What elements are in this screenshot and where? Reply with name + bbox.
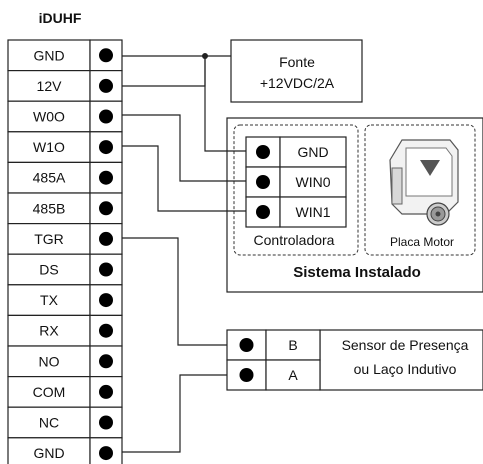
terminal-label: GND — [33, 445, 64, 461]
terminal-label: W1O — [33, 139, 65, 155]
terminal-label: TX — [40, 292, 59, 308]
controller-terminal-block: GND 12V W0O W1O 485A 485B TGR DS TX RX NO COM NC GND — [7, 39, 123, 464]
terminal-label: NC — [39, 415, 59, 431]
terminal-label-cell — [265, 359, 321, 391]
terminal-label: RX — [39, 323, 59, 339]
controller-dashed-box — [233, 124, 359, 256]
terminal-screw-icon — [256, 175, 270, 189]
installed-terminal-label: GND — [297, 144, 328, 160]
terminal-screw-cell — [89, 223, 123, 255]
sensor-line2: ou Laço Indutivo — [354, 361, 457, 377]
terminal-label-cell — [7, 345, 91, 378]
terminal-label: NO — [39, 353, 60, 369]
terminal-screw-icon — [99, 231, 113, 246]
terminal-screw-icon — [99, 354, 113, 369]
terminal-screw-icon — [239, 338, 254, 352]
sensor-line1: Sensor de Presença — [342, 337, 469, 353]
terminal-label: 485A — [33, 170, 66, 186]
terminal-label: COM — [33, 384, 66, 400]
terminal-label-cell — [7, 284, 91, 316]
terminal-label: 485B — [33, 200, 66, 216]
terminal-label-cell — [265, 329, 321, 361]
terminal-screw-icon — [99, 415, 113, 430]
sensor-terminal-label: B — [288, 337, 297, 353]
terminal-screw-icon — [99, 170, 113, 185]
terminal-screw-icon — [99, 201, 113, 216]
terminal-screw-cell — [89, 406, 123, 439]
terminal-label-cell — [279, 196, 347, 228]
wires — [122, 53, 246, 453]
terminal-screw-icon — [99, 262, 113, 277]
terminal-label-cell — [7, 376, 91, 408]
terminal-screw-icon — [99, 109, 113, 124]
terminal-screw-icon — [256, 205, 270, 219]
terminal-screw-icon — [256, 145, 270, 159]
installed-system-title: Sistema Instalado — [293, 264, 421, 281]
controller-title: iDUHF — [39, 10, 82, 26]
motor-dashed-box — [364, 124, 476, 256]
controller-label: Controladora — [254, 232, 335, 248]
terminal-screw-icon — [99, 78, 113, 93]
gate-motor-icon — [389, 139, 459, 226]
wire-gnd-to-a — [122, 374, 227, 453]
terminal-label-cell — [279, 166, 347, 198]
terminal-label: DS — [39, 262, 58, 278]
sensor-description-cell — [319, 329, 483, 391]
power-supply-line2: +12VDC/2A — [260, 75, 335, 91]
terminal-label-cell — [279, 136, 347, 168]
sensor-terminal-block: BA — [226, 329, 483, 391]
power-supply-line1: Fonte — [279, 54, 315, 70]
wire-tgr-to-b — [122, 237, 227, 346]
terminal-screw-icon — [99, 446, 113, 461]
wire-gnd-to-installed — [204, 56, 246, 152]
motor-label: Placa Motor — [390, 235, 454, 249]
power-supply-box — [230, 39, 363, 103]
terminal-screw-icon — [99, 293, 113, 308]
terminal-label-cell — [7, 314, 91, 347]
installed-terminal-label: WIN0 — [296, 174, 331, 190]
installed-terminal-label: WIN1 — [296, 204, 331, 220]
terminal-label: 12V — [37, 78, 63, 94]
terminal-screw-icon — [239, 368, 254, 382]
terminal-screw-cell — [89, 345, 123, 378]
sensor-terminal-label: A — [288, 367, 298, 383]
terminal-screw-icon — [99, 48, 113, 63]
terminal-label: W0O — [33, 109, 65, 125]
terminal-label: GND — [33, 47, 64, 63]
terminal-label: TGR — [34, 231, 64, 247]
wire-12v-to-power — [122, 56, 206, 87]
terminal-screw-cell — [89, 131, 123, 164]
terminal-screw-icon — [99, 323, 113, 338]
terminal-screw-icon — [99, 140, 113, 155]
terminal-label-cell — [7, 437, 91, 464]
wire-w1o-to-win1 — [122, 145, 246, 212]
wire-w0o-to-win0 — [122, 114, 246, 182]
terminal-screw-icon — [99, 384, 113, 399]
terminal-label-cell — [7, 39, 91, 72]
